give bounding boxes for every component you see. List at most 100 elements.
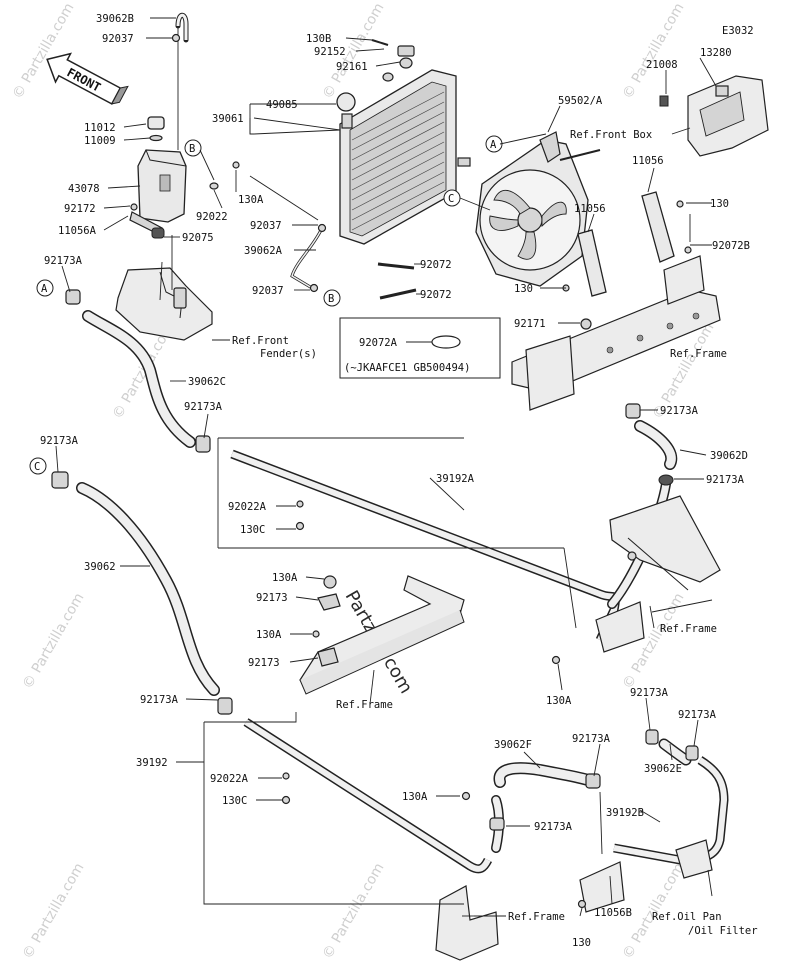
part-label: 92173A [660,405,699,417]
hose-39062C [82,310,196,448]
hose-39062D [634,420,678,470]
part-label: 130C [222,795,247,807]
part-label: 92173A [184,401,223,413]
part-label: 11056 [574,203,606,215]
cooling-fan [475,131,601,287]
part-label: 49085 [266,99,298,111]
callout-c: C [448,193,454,205]
inset-box: 92072A (~JKAAFCE1 GB500494) [339,317,501,379]
ref-label: /Oil Filter [688,925,758,937]
part-label: 39062C [188,376,226,388]
part-label: 39061 [212,113,244,125]
part-label: 92075 [182,232,214,244]
callout-b: B [189,143,195,155]
part-labels: 39062B 92037 11012 11009 43078 92172 110… [40,13,750,949]
part-label: 39062D [710,450,748,462]
callouts: B B A A C C [29,135,503,475]
part-label: 92072 [420,259,452,271]
watermark: © Partzilla.com [320,860,388,962]
part-label: 130A [546,695,572,707]
pipe-39192 [217,697,504,874]
part-label: 92037 [252,285,284,297]
cap-gasket-icon [149,134,163,142]
part-label: 130 [572,937,591,949]
ref-label: Ref.Frame [336,699,393,711]
frame-mid-right [595,495,721,653]
part-label: 39192B [606,807,644,819]
part-label: 92173A [534,821,573,833]
callout-b: B [328,293,334,305]
part-label: 59502/A [558,95,603,107]
part-label: 92173A [140,694,179,706]
ref-label: Ref.Front Box [570,129,652,141]
clamps [51,200,699,909]
ref-label: Fender(s) [260,348,317,360]
part-label: 13280 [700,47,732,59]
part-label: 130A [256,629,282,641]
part-label: 11056B [594,907,632,919]
part-label: 39192 [136,757,168,769]
part-label: 39062F [494,739,532,751]
reference-labels: Ref.Front Box Ref.Front Fender(s) Ref.Fr… [232,129,758,937]
hose-39062F [493,762,594,788]
ref-label: Ref.Front [232,335,289,347]
frame-mid-left [299,575,465,695]
part-label: 92173A [630,687,669,699]
part-label: 39192A [436,473,475,485]
inset-note: (~JKAAFCE1 GB500494) [344,362,470,374]
part-label: 11012 [84,122,116,134]
part-label: 92173A [678,709,717,721]
callout-a: A [490,139,497,151]
front-arrow-icon: FRONT [46,52,129,105]
diagram-code: E3032 [722,25,754,37]
part-label: 39062 [84,561,116,573]
ref-label: Ref.Frame [660,623,717,635]
part-label: 92072B [712,240,750,252]
watermark: © Partzilla.com [10,0,78,102]
part-label: 11056A [58,225,97,237]
watermark: © Partzilla.com [20,860,88,962]
part-label: 21008 [646,59,678,71]
part-label: 11009 [84,135,116,147]
small-hose-39062A [290,223,327,293]
part-label: 92022A [210,773,249,785]
inset-part: 92072A [359,337,398,349]
front-box-bracket [659,75,769,157]
frame-bottom [435,839,713,961]
part-label: 92173A [44,255,83,267]
clamp-icon [171,33,181,43]
part-label: 39062E [644,763,682,775]
ref-label: Ref.Frame [670,348,727,360]
part-label: 92037 [250,220,282,232]
part-label: 39062B [96,13,134,25]
part-label: 92173A [706,474,745,486]
part-label: 43078 [68,183,100,195]
part-label: 92171 [514,318,546,330]
pipe-39192B [613,738,729,865]
watermark: © Partzilla.com [620,0,688,102]
part-label: 130 [514,283,533,295]
callout-a: A [41,283,48,295]
part-label: 11056 [632,155,664,167]
radiator-cap-icon [336,92,356,112]
part-label: 92173A [572,733,611,745]
front-fender-bracket [115,235,213,341]
ref-label: Ref.Frame [508,911,565,923]
callout-c: C [34,461,40,473]
part-label: 130A [402,791,428,803]
coolant-reservoir [129,12,240,239]
part-label: 130A [272,572,298,584]
part-label: 92022A [228,501,267,513]
reservoir-cap-icon [147,116,165,130]
part-label: 130A [238,194,264,206]
part-label: 130B [306,33,331,45]
radiator [336,39,471,245]
hose-39062 [76,482,220,696]
part-label: 92173 [256,592,288,604]
cable-ties [377,262,417,300]
part-label: 92173 [248,657,280,669]
leader-lines [55,17,717,917]
part-label: 130 [710,198,729,210]
part-label: 92037 [102,33,134,45]
